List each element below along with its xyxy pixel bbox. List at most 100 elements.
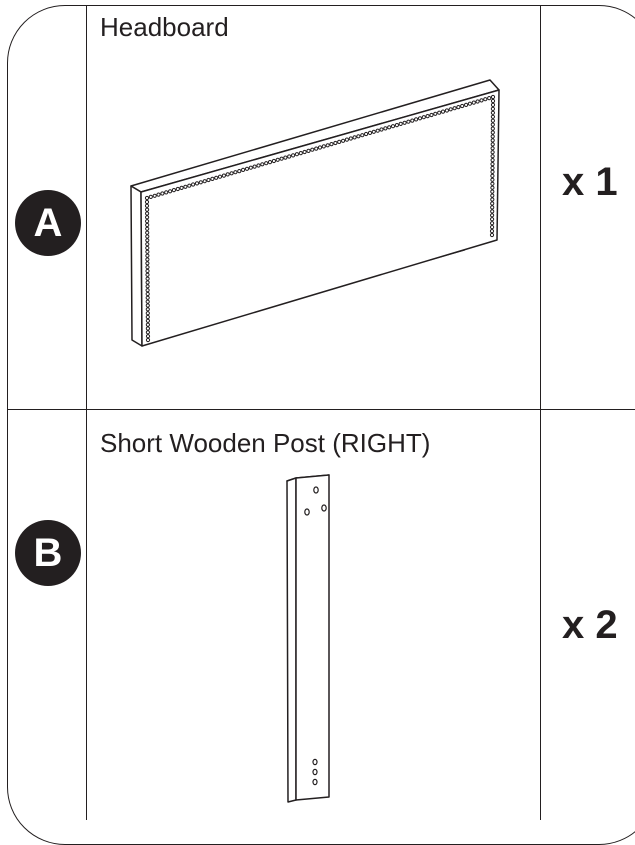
upholstery-stud xyxy=(260,162,265,167)
upholstery-stud xyxy=(145,219,150,224)
upholstery-stud xyxy=(145,284,150,289)
upholstery-stud xyxy=(145,268,150,274)
upholstery-stud xyxy=(456,105,461,110)
upholstery-stud xyxy=(344,137,349,142)
headboard-drawing xyxy=(130,79,500,347)
post-hole xyxy=(321,504,327,512)
upholstery-stud xyxy=(171,188,176,193)
upholstery-stud xyxy=(144,203,150,208)
upholstery-stud xyxy=(325,143,330,148)
upholstery-stud xyxy=(168,189,173,194)
upholstery-stud xyxy=(248,165,253,170)
upholstery-stud xyxy=(225,172,230,177)
post-holes xyxy=(304,486,327,786)
upholstery-stud xyxy=(145,265,150,270)
upholstery-stud xyxy=(429,112,434,118)
upholstery-stud xyxy=(490,165,495,171)
upholstery-stud xyxy=(241,167,246,172)
upholstery-stud xyxy=(490,110,495,115)
upholstery-stud xyxy=(490,217,495,222)
upholstery-stud xyxy=(417,116,423,121)
upholstery-stud xyxy=(214,175,219,180)
upholstery-stud xyxy=(333,140,338,146)
upholstery-stud xyxy=(460,103,465,109)
part-name: Headboard xyxy=(100,12,229,42)
upholstery-stud xyxy=(291,153,296,158)
upholstery-stud xyxy=(356,134,361,139)
upholstery-stud xyxy=(164,190,169,195)
upholstery-stud xyxy=(490,173,495,178)
upholstery-stud xyxy=(490,154,495,159)
upholstery-stud xyxy=(244,166,250,171)
part-name: Short Wooden Post (RIGHT) xyxy=(100,428,431,458)
upholstery-stud xyxy=(210,176,215,181)
upholstery-stud xyxy=(471,100,476,105)
upholstery-stud xyxy=(145,307,150,312)
upholstery-stud xyxy=(352,135,357,140)
upholstery-stud xyxy=(145,326,150,331)
upholstery-stud xyxy=(145,211,150,216)
upholstery-stud xyxy=(144,199,150,205)
upholstery-stud xyxy=(145,330,150,335)
upholstery-stud xyxy=(145,311,150,316)
upholstery-stud xyxy=(321,144,326,149)
upholstery-stud xyxy=(490,221,495,226)
upholstery-stud xyxy=(490,106,495,112)
upholstery-stud xyxy=(490,201,495,206)
upholstery-stud xyxy=(202,179,207,184)
upholstery-stud xyxy=(145,295,150,300)
upholstery-stud xyxy=(145,318,150,323)
upholstery-stud xyxy=(367,130,373,135)
upholstery-stud xyxy=(437,110,442,115)
post-hole xyxy=(312,768,318,776)
upholstery-stud xyxy=(145,288,150,293)
upholstery-stud xyxy=(479,98,484,103)
upholstery-stud xyxy=(302,149,307,155)
upholstery-stud xyxy=(489,229,495,234)
upholstery-stud xyxy=(267,160,273,165)
upholstery-stud xyxy=(160,191,165,196)
upholstery-stud xyxy=(298,151,303,156)
upholstery-stud xyxy=(444,108,449,113)
upholstery-stud xyxy=(145,334,151,339)
upholstery-stud xyxy=(475,99,480,104)
upholstery-stud xyxy=(464,102,469,108)
post-hole xyxy=(312,778,318,786)
upholstery-stud xyxy=(191,182,196,187)
upholstery-stud xyxy=(145,272,150,277)
upholstery-stud xyxy=(271,158,276,164)
upholstery-stud xyxy=(145,207,150,212)
post-hole xyxy=(304,508,310,516)
upholstery-stud xyxy=(187,183,192,188)
upholstery-stud xyxy=(490,126,495,131)
upholstery-stud xyxy=(375,128,380,133)
upholstery-stud xyxy=(144,195,150,201)
upholstery-stud xyxy=(148,194,153,199)
upholstery-stud xyxy=(490,138,495,143)
upholstery-stud xyxy=(306,148,311,153)
upholstery-stud xyxy=(383,126,388,131)
upholstery-stud xyxy=(490,185,495,190)
post-hole xyxy=(312,758,318,766)
upholstery-stud xyxy=(156,192,161,197)
upholstery-stud xyxy=(489,232,495,238)
upholstery-stud xyxy=(145,257,150,262)
upholstery-stud xyxy=(490,134,495,139)
upholstery-stud xyxy=(433,111,438,116)
upholstery-stud xyxy=(275,157,280,162)
upholstery-stud xyxy=(221,173,226,178)
upholstery-stud xyxy=(217,174,223,179)
upholstery-stud xyxy=(152,193,157,198)
upholstery-stud xyxy=(341,138,346,143)
upholstery-stud xyxy=(410,118,415,123)
upholstery-stud xyxy=(175,186,180,192)
upholstery-stud xyxy=(252,164,257,169)
part-quantity: x 2 xyxy=(562,603,618,647)
upholstery-stud xyxy=(394,123,399,128)
upholstery-stud xyxy=(264,161,269,166)
upholstery-stud xyxy=(490,114,495,119)
upholstery-stud xyxy=(490,181,495,186)
upholstery-stud xyxy=(145,238,150,243)
upholstery-stud xyxy=(145,215,150,220)
upholstery-stud xyxy=(387,125,392,130)
